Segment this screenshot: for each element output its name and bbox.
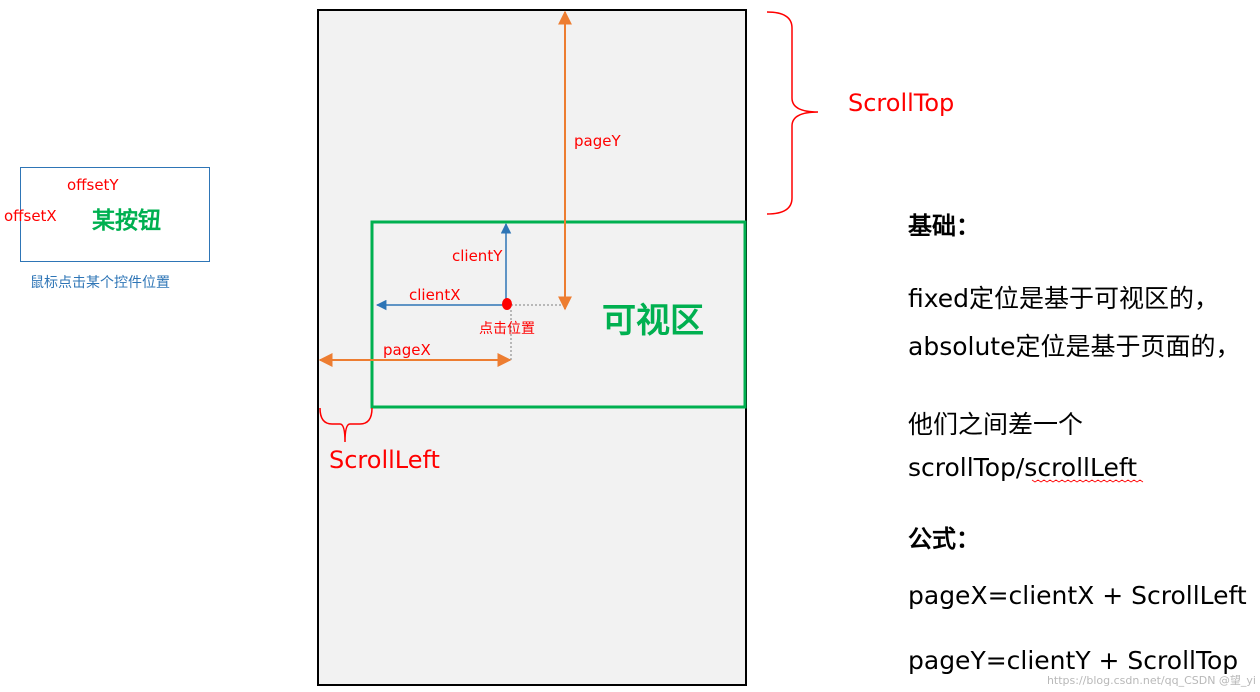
button-caption: 鼠标点击某个控件位置 xyxy=(30,275,170,291)
note-line-4: scrollTop/scrollLeft xyxy=(908,453,1138,482)
formula-heading: 公式： xyxy=(908,525,980,553)
button-label: 某按钮 xyxy=(92,208,161,234)
page-x-label: pageX xyxy=(383,341,431,359)
click-point-label: 点击位置 xyxy=(479,321,535,337)
scroll-left-brace xyxy=(319,407,373,443)
formula-x: pageX=clientX + ScrollLeft xyxy=(908,581,1247,610)
click-point-dot xyxy=(502,298,512,310)
offset-y-label: offsetY xyxy=(67,176,119,194)
client-x-label: clientX xyxy=(409,286,461,304)
formula-y: pageY=clientY + ScrollTop xyxy=(908,646,1239,675)
watermark: https://blog.csdn.net/qq_CSDN @望_yi xyxy=(1046,674,1256,687)
note-line-1: fixed定位是基于可视区的， xyxy=(908,284,1220,313)
note-line-3: 他们之间差一个 xyxy=(908,410,1084,439)
scroll-top-label: ScrollTop xyxy=(848,89,955,117)
spellcheck-underline xyxy=(1031,479,1144,483)
client-y-label: clientY xyxy=(452,247,503,265)
offset-x-label: offsetX xyxy=(4,207,57,225)
scroll-top-brace xyxy=(766,11,819,215)
page-y-label: pageY xyxy=(574,132,621,150)
basics-heading: 基础： xyxy=(908,212,980,240)
button-demo-box xyxy=(20,167,210,262)
scroll-left-label: ScrollLeft xyxy=(329,446,440,474)
viewport-label: 可视区 xyxy=(602,301,704,341)
page-area xyxy=(317,9,747,686)
note-line-2: absolute定位是基于页面的， xyxy=(908,332,1241,361)
